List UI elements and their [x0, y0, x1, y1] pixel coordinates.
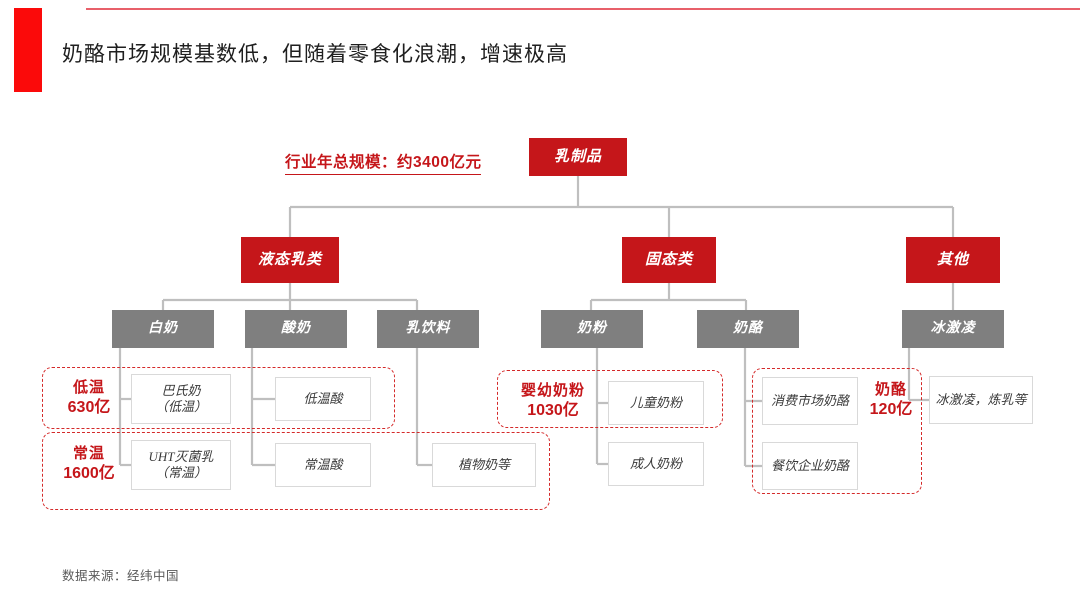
node-other-dairy[interactable]: 其他	[906, 237, 1000, 283]
title-accent-bar	[14, 8, 42, 92]
total-scale-annotation: 行业年总规模：约3400亿元	[285, 150, 482, 175]
segment-label-infant-powder-value: 1030亿	[527, 401, 579, 419]
leaf-pasteurized-milk[interactable]: 巴氏奶 （低温）	[131, 374, 231, 424]
dashed-group-cheese	[752, 368, 922, 494]
leaf-low-temp-yogurt-label: 低温酸	[303, 390, 343, 406]
leaf-uht-milk-label: UHT灭菌乳 （常温）	[148, 448, 214, 480]
leaf-adult-milk-powder-label: 成人奶粉	[629, 455, 682, 471]
node-cheese[interactable]: 奶酪	[697, 310, 799, 348]
node-yogurt[interactable]: 酸奶	[245, 310, 347, 348]
leaf-pasteurized-milk-label: 巴氏奶 （低温）	[154, 382, 207, 414]
leaf-ice-cream-condensed[interactable]: 冰激凌，炼乳等	[929, 376, 1033, 424]
segment-label-low-temp: 低温 630亿	[52, 378, 126, 418]
segment-label-infant-powder: 婴幼奶粉 1030亿	[505, 381, 601, 421]
node-white-milk[interactable]: 白奶	[112, 310, 214, 348]
header-rule	[86, 8, 1080, 10]
node-ice-cream[interactable]: 冰激凌	[902, 310, 1004, 348]
segment-label-low-temp-value: 630亿	[67, 398, 111, 416]
leaf-adult-milk-powder[interactable]: 成人奶粉	[608, 442, 704, 486]
leaf-child-milk-powder-label: 儿童奶粉	[629, 394, 682, 410]
leaf-room-temp-yogurt[interactable]: 常温酸	[275, 443, 371, 487]
dashed-group-low-temp	[42, 367, 395, 429]
segment-label-room-temp: 常温 1600亿	[48, 444, 130, 484]
segment-label-room-temp-name: 常温	[72, 445, 105, 462]
dashed-group-infant-powder	[497, 370, 723, 428]
leaf-plant-milk[interactable]: 植物奶等	[432, 443, 536, 487]
node-milk-powder[interactable]: 奶粉	[541, 310, 643, 348]
node-root-dairy[interactable]: 乳制品	[529, 138, 627, 176]
leaf-foodservice-cheese[interactable]: 餐饮企业奶酪	[762, 442, 858, 490]
segment-label-infant-powder-name: 婴幼奶粉	[520, 382, 585, 399]
dashed-group-room-temp	[42, 432, 550, 510]
source-note: 数据来源：经纬中国	[62, 569, 180, 583]
leaf-foodservice-cheese-label: 餐饮企业奶酪	[770, 457, 849, 473]
segment-label-cheese: 奶酪 120亿	[862, 380, 920, 420]
segment-label-cheese-name: 奶酪	[874, 381, 907, 398]
page-title: 奶酪市场规模基数低，但随着零食化浪潮，增速极高	[62, 43, 568, 66]
node-liquid-dairy[interactable]: 液态乳类	[241, 237, 339, 283]
segment-label-cheese-value: 120亿	[869, 400, 913, 418]
node-solid-dairy[interactable]: 固态类	[622, 237, 716, 283]
segment-label-room-temp-value: 1600亿	[63, 464, 115, 482]
leaf-child-milk-powder[interactable]: 儿童奶粉	[608, 381, 704, 425]
leaf-low-temp-yogurt[interactable]: 低温酸	[275, 377, 371, 421]
leaf-uht-milk[interactable]: UHT灭菌乳 （常温）	[131, 440, 231, 490]
node-milk-beverage[interactable]: 乳饮料	[377, 310, 479, 348]
segment-label-low-temp-name: 低温	[72, 379, 105, 396]
leaf-consumer-cheese[interactable]: 消费市场奶酪	[762, 377, 858, 425]
leaf-ice-cream-condensed-label: 冰激凌，炼乳等	[935, 391, 1027, 407]
leaf-plant-milk-label: 植物奶等	[457, 456, 510, 472]
leaf-room-temp-yogurt-label: 常温酸	[303, 456, 343, 472]
leaf-consumer-cheese-label: 消费市场奶酪	[770, 392, 849, 408]
